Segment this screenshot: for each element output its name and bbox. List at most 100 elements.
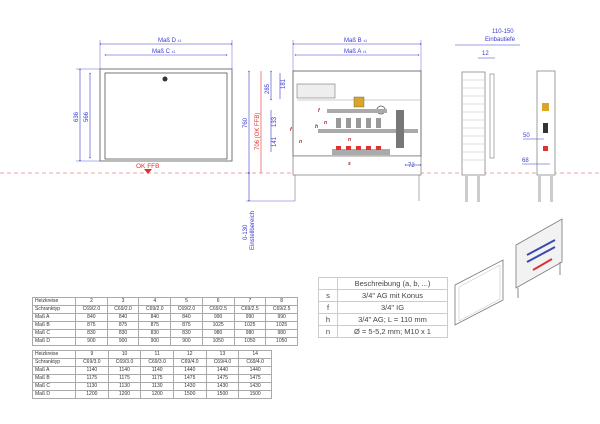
table-cell: 1025 [201, 321, 235, 330]
desc-text: 3/4" AG; L = 110 mm [337, 313, 448, 326]
table-cell: 900 [170, 337, 203, 346]
row-header: Schranktyp [32, 358, 76, 367]
table-cell: 4 [138, 297, 172, 306]
height-outer: 636 [74, 111, 80, 122]
table-cell: 900 [106, 337, 140, 346]
table-cell: 840 [75, 313, 108, 322]
desc-key: h [318, 313, 338, 326]
table-cell: 1440 [172, 366, 207, 375]
table-cell: 830 [170, 329, 203, 338]
row-header: Schranktyp [32, 305, 76, 314]
connection-label: h [315, 124, 318, 130]
table-cell: 3 [106, 297, 140, 306]
table-cell: 875 [138, 321, 172, 330]
table-cell: C69/3.0 [107, 358, 142, 367]
iso-door [454, 259, 504, 326]
cabinet-base [292, 155, 422, 176]
table-cell: 6 [201, 297, 235, 306]
table-cell: 10 [107, 350, 142, 359]
svg-text:Maß A ±1: Maß A ±1 [344, 49, 367, 55]
table-cell: 1130 [75, 382, 109, 391]
description-header: Beschreibung (a, b, ...) [337, 277, 448, 290]
table-cell: 1140 [107, 366, 142, 375]
table-cell: 1130 [140, 382, 174, 391]
table-cell: C69/2.0 [170, 305, 203, 314]
table-cell: 2 [75, 297, 108, 306]
row-header: Maß B [32, 321, 76, 330]
row-header: Maß B [32, 374, 76, 383]
table-cell: C69/4.0 [238, 358, 272, 367]
table-cell: 840 [106, 313, 140, 322]
table-cell: 990 [265, 313, 298, 322]
connection-label: f [290, 127, 293, 133]
open-view: f n f h n n s Maß B ±1 Maß A ±1 760 706 … [243, 38, 422, 250]
table-cell: 1430 [238, 382, 272, 391]
connection-label: s [348, 161, 351, 167]
row-header: Heizkreise [32, 297, 76, 306]
dim-b-label: Maß B [344, 38, 362, 44]
table-cell: 1475 [238, 374, 272, 383]
table-cell: 840 [138, 313, 172, 322]
table-cell: 900 [75, 337, 108, 346]
table-cell: 1475 [205, 374, 240, 383]
desc-key: n [318, 325, 338, 338]
isometric-view [454, 218, 563, 326]
connection-label: n [324, 120, 327, 126]
dist-68: 68 [522, 158, 529, 164]
table-cell: C69/2.0 [106, 305, 140, 314]
dim-c-tolerance: ±1 [172, 50, 176, 54]
table-cell: 1500 [172, 390, 207, 399]
table-cell: C69/4.0 [205, 358, 240, 367]
row-header: Maß D [32, 337, 76, 346]
table-cell: 1430 [172, 382, 207, 391]
row-header: Heizkreise [32, 350, 76, 359]
table-cell: 12 [172, 350, 207, 359]
front-view: Maß D ±1 Maß C ±1 636 566 OK FFB [74, 38, 233, 174]
table-cell: 830 [75, 329, 108, 338]
row-header: Maß D [32, 390, 76, 399]
cabinet-door [104, 72, 228, 160]
desc-key: s [318, 289, 338, 302]
dim-a-label: Maß A [344, 49, 361, 55]
table-cell: 1175 [140, 374, 174, 383]
svg-text:Maß D ±1: Maß D ±1 [158, 38, 182, 44]
dim-a-tolerance: ±1 [363, 50, 367, 54]
table-cell: 1500 [238, 390, 272, 399]
floor-marker-icon [144, 169, 152, 174]
desc-text: 3/4" AG mit Konus [337, 289, 448, 302]
table-cell: 1430 [205, 382, 240, 391]
table-cell: 9 [75, 350, 109, 359]
table-cell: C69/2.5 [201, 305, 235, 314]
table-cell: C69/4.0 [172, 358, 207, 367]
row-header: Maß C [32, 329, 76, 338]
table-cell: 1475 [172, 374, 207, 383]
table-cell: 5 [170, 297, 203, 306]
side-view: 110-150 Einbautiefe 12 50 68 [455, 29, 556, 202]
table-cell: C69/2.5 [265, 305, 298, 314]
height-133: 133 [272, 116, 278, 127]
connection-label: n [348, 137, 351, 143]
desc-text: 3/4" IG [337, 301, 448, 314]
height-141: 141 [272, 136, 278, 147]
table-cell: 830 [106, 329, 140, 338]
table-cell: 14 [238, 350, 272, 359]
connection-label: n [299, 139, 302, 145]
adjust-range: 0-130 [243, 224, 249, 240]
table-cell: 990 [233, 313, 267, 322]
table-cell: 830 [138, 329, 172, 338]
table-cell: 1025 [265, 321, 298, 330]
iso-cabinet [515, 218, 563, 289]
width-72: 72 [408, 163, 415, 169]
dist-50: 50 [523, 133, 530, 139]
depth-value: 110-150 [492, 29, 514, 35]
row-header: Maß A [32, 313, 76, 322]
